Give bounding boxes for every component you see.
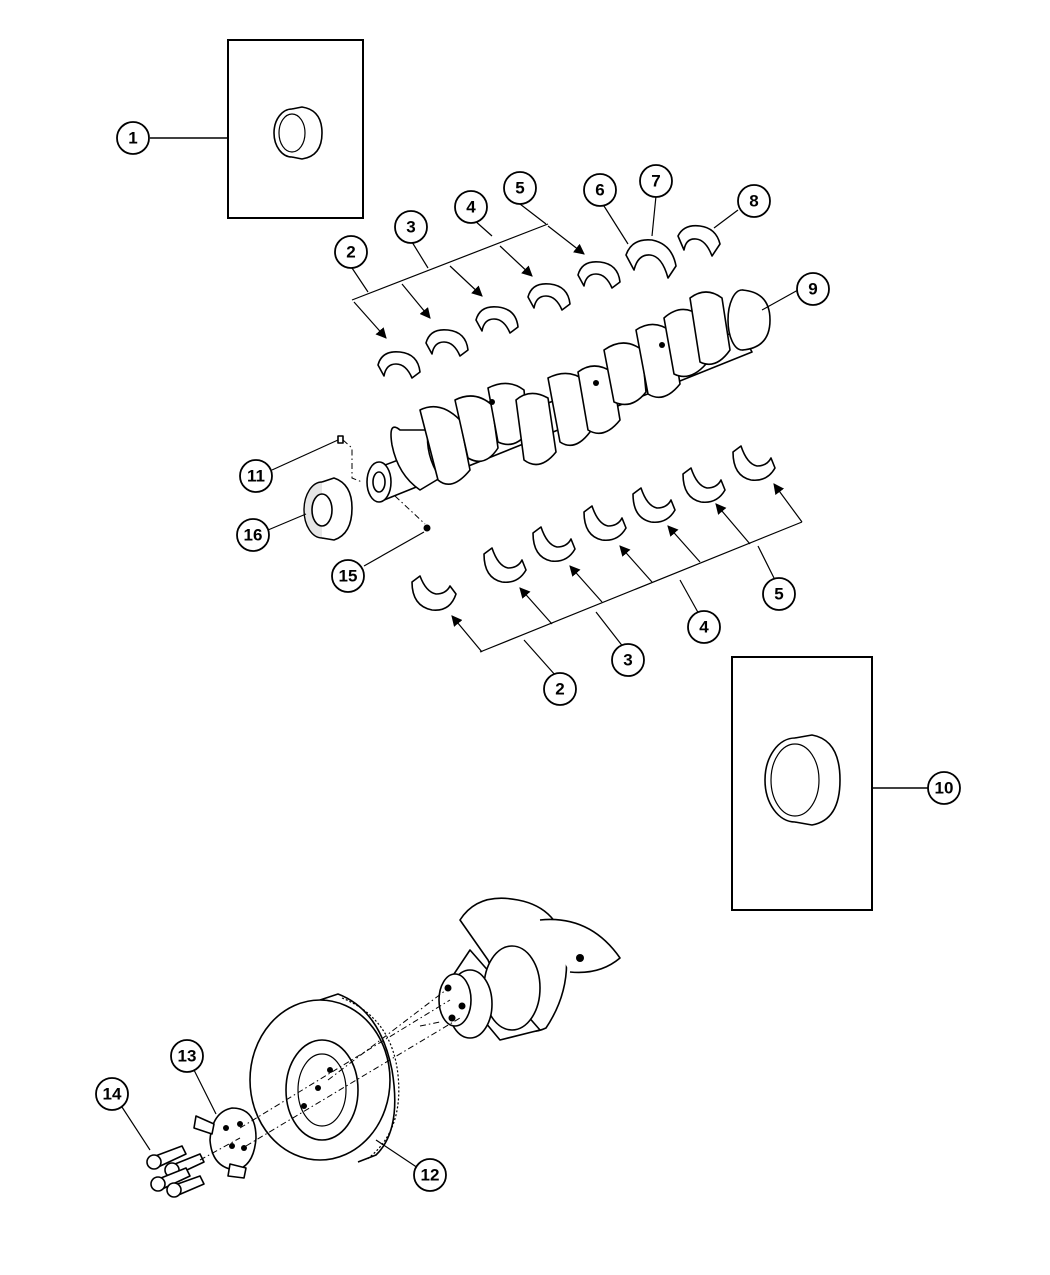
inset-box-rear-seal bbox=[731, 656, 873, 911]
callout-12: 12 bbox=[413, 1158, 447, 1192]
svg-text:4: 4 bbox=[699, 618, 709, 637]
callout-2-top: 2 bbox=[334, 235, 368, 269]
svg-text:4: 4 bbox=[466, 198, 476, 217]
callout-11: 11 bbox=[239, 459, 273, 493]
svg-text:6: 6 bbox=[595, 181, 604, 200]
damper-bolts bbox=[146, 1145, 205, 1198]
vibration-damper bbox=[249, 993, 400, 1163]
svg-text:9: 9 bbox=[808, 280, 817, 299]
callout-1: 1 bbox=[116, 121, 150, 155]
svg-text:2: 2 bbox=[555, 680, 564, 699]
callout-14: 14 bbox=[95, 1077, 129, 1111]
svg-text:12: 12 bbox=[421, 1166, 440, 1185]
upper-bearing-shells bbox=[377, 224, 721, 379]
leader-lines bbox=[119, 137, 928, 1169]
svg-text:8: 8 bbox=[749, 192, 758, 211]
svg-text:5: 5 bbox=[515, 179, 524, 198]
crankshaft-rear-section bbox=[438, 897, 621, 1041]
svg-text:16: 16 bbox=[244, 526, 263, 545]
front-seal-part bbox=[273, 106, 323, 160]
callout-7: 7 bbox=[639, 164, 673, 198]
callout-6: 6 bbox=[583, 173, 617, 207]
dowel-pin bbox=[394, 495, 431, 532]
callout-3-top: 3 bbox=[394, 210, 428, 244]
callout-5-top: 5 bbox=[503, 171, 537, 205]
lower-bearing-shells bbox=[411, 445, 776, 611]
damper-washer-plate bbox=[193, 1107, 257, 1179]
callout-9: 9 bbox=[796, 272, 830, 306]
crankshaft bbox=[366, 289, 771, 503]
callout-3-bottom: 3 bbox=[611, 643, 645, 677]
callout-2-bottom: 2 bbox=[543, 672, 577, 706]
svg-text:3: 3 bbox=[406, 218, 415, 237]
svg-text:15: 15 bbox=[339, 567, 358, 586]
svg-text:11: 11 bbox=[247, 467, 265, 486]
svg-text:7: 7 bbox=[651, 172, 660, 191]
svg-text:3: 3 bbox=[623, 651, 632, 670]
svg-text:14: 14 bbox=[103, 1085, 122, 1104]
callout-4-top: 4 bbox=[454, 190, 488, 224]
callout-5-bottom: 5 bbox=[762, 577, 796, 611]
assembly-centerlines bbox=[199, 989, 461, 1161]
crankshaft-timing-gear bbox=[303, 477, 353, 541]
callout-13: 13 bbox=[170, 1039, 204, 1073]
svg-text:1: 1 bbox=[128, 129, 137, 148]
svg-text:5: 5 bbox=[774, 585, 783, 604]
crankshaft-key bbox=[337, 435, 363, 483]
callout-15: 15 bbox=[331, 559, 365, 593]
rear-seal-part bbox=[764, 734, 841, 826]
callout-8: 8 bbox=[737, 184, 771, 218]
callout-10: 10 bbox=[927, 771, 961, 805]
inset-box-front-seal bbox=[227, 39, 364, 219]
callout-16: 16 bbox=[236, 518, 270, 552]
svg-text:13: 13 bbox=[178, 1047, 197, 1066]
svg-text:10: 10 bbox=[935, 779, 954, 798]
callout-4-bottom: 4 bbox=[687, 610, 721, 644]
svg-text:2: 2 bbox=[346, 243, 355, 262]
